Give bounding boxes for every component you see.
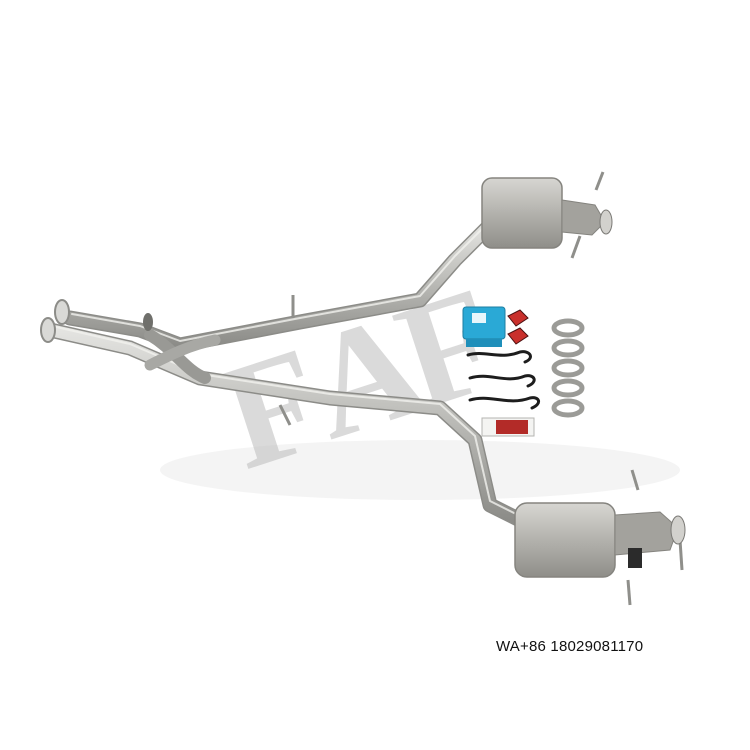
- upper-pipe: [62, 217, 498, 353]
- x-crossover: [144, 329, 221, 384]
- band-clamps: [551, 318, 585, 418]
- lower-muffler: [514, 502, 686, 578]
- valve-control-kit: [462, 306, 529, 347]
- upper-muffler: [481, 177, 613, 259]
- wire-harnesses: [466, 350, 540, 410]
- inlet-flanges: [40, 299, 153, 343]
- contact-number: WA+86 18029081170: [496, 638, 644, 655]
- hanger-rods: [278, 171, 684, 606]
- lower-pipe: [42, 322, 528, 528]
- accessory-package: [481, 417, 535, 437]
- floor-shadow: [160, 440, 680, 500]
